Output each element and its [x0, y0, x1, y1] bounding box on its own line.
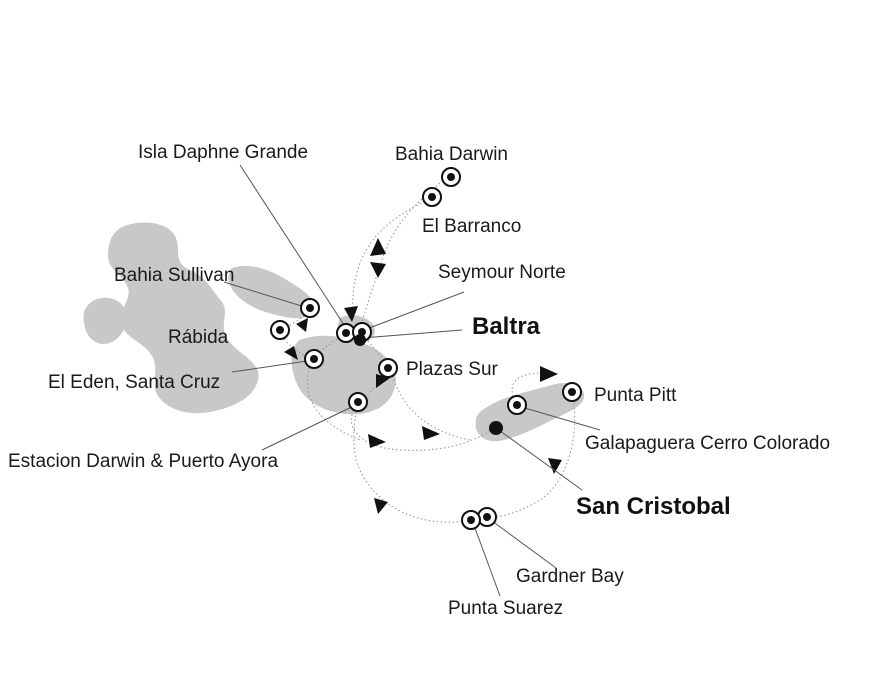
leader-suarez [471, 519, 501, 597]
route-suarez-ayora [353, 403, 471, 523]
route-pitt-gardner [489, 391, 576, 519]
route-eden-loop [306, 359, 361, 441]
leader-baltra [361, 329, 463, 339]
marker-estacion-darwin[interactable] [348, 392, 368, 412]
label-estacion-darwin: Estacion Darwin & Puerto Ayora [8, 451, 278, 472]
label-punta-suarez: Punta Suarez [448, 598, 563, 619]
island-santiago [228, 265, 314, 319]
leader-san-cristobal [495, 427, 583, 491]
island-fernandina [83, 297, 127, 345]
arrow-baltra-in [344, 306, 358, 322]
marker-bahia-sullivan[interactable] [300, 298, 320, 318]
route-baltra-darwin [351, 197, 433, 321]
arrow-south-darwin [370, 262, 386, 278]
marker-san-cristobal[interactable] [489, 421, 503, 435]
marker-bahia-darwin[interactable] [441, 167, 461, 187]
label-gardner-bay: Gardner Bay [516, 566, 624, 587]
marker-el-barranco[interactable] [422, 187, 442, 207]
marker-galapaguera[interactable] [507, 395, 527, 415]
marker-rabida[interactable] [270, 320, 290, 340]
label-galapaguera: Galapaguera Cerro Colorado [585, 433, 830, 454]
label-punta-pitt: Punta Pitt [594, 385, 677, 406]
route-plazas-east [391, 371, 471, 441]
route-arrows [284, 238, 562, 514]
arrow-east-1 [422, 426, 440, 440]
arrow-eden [284, 346, 298, 360]
label-plazas-sur: Plazas Sur [406, 359, 499, 380]
arrow-pitt [540, 366, 558, 382]
label-bahia-darwin: Bahia Darwin [395, 144, 508, 165]
leader-lines [223, 164, 601, 597]
port-labels: Isla Daphne Grande Bahia Darwin El Barra… [8, 142, 830, 619]
label-rabida: Rábida [168, 327, 229, 348]
leader-sullivan [223, 281, 309, 309]
leader-galapaguera [517, 405, 601, 431]
label-seymour-norte: Seymour Norte [438, 262, 566, 283]
port-markers [270, 167, 582, 530]
island-isabela [108, 222, 259, 414]
island-santa-cruz [291, 335, 396, 415]
marker-gardner-bay[interactable] [477, 507, 497, 527]
arrow-north [370, 238, 386, 256]
arrow-south-sc [548, 458, 562, 474]
leader-gardner [487, 517, 557, 569]
label-bahia-sullivan: Bahia Sullivan [114, 265, 234, 286]
label-isla-daphne-grande: Isla Daphne Grande [138, 142, 308, 163]
route-puerto-ayora-sc [351, 403, 495, 451]
marker-punta-suarez[interactable] [461, 510, 481, 530]
leader-daphne [239, 164, 347, 329]
label-el-eden: El Eden, Santa Cruz [48, 372, 220, 393]
route-baltra-plazas [363, 333, 389, 369]
marker-plazas-sur[interactable] [378, 358, 398, 378]
arrow-rabida [296, 318, 308, 332]
arrow-east-2 [368, 434, 386, 448]
marker-punta-pitt[interactable] [562, 382, 582, 402]
label-baltra: Baltra [472, 313, 541, 340]
leader-seymour [363, 291, 465, 331]
label-el-barranco: El Barranco [422, 216, 521, 237]
label-san-cristobal: San Cristobal [576, 493, 731, 520]
leader-eden [231, 359, 315, 373]
leader-ayora [261, 403, 359, 451]
arrow-return-west [374, 498, 388, 514]
marker-el-eden[interactable] [304, 349, 324, 369]
marker-baltra[interactable] [354, 334, 366, 346]
